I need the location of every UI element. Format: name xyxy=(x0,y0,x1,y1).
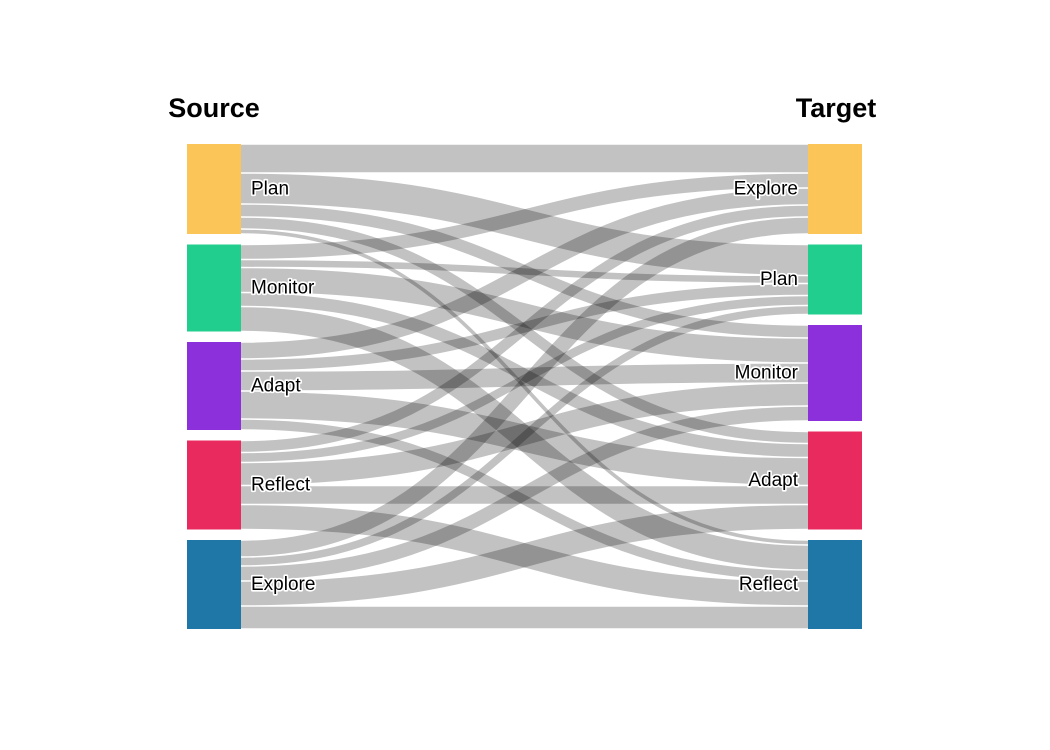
sankey-link-adapt-to-monitor[interactable] xyxy=(240,363,809,391)
sankey-link-explore-to-monitor[interactable] xyxy=(240,406,809,581)
source-column-title: Source xyxy=(168,93,260,123)
sankey-label-target-reflect: Reflect xyxy=(739,574,799,595)
sankey-link-adapt-to-adapt[interactable] xyxy=(240,391,809,485)
sankey-node-target-explore[interactable] xyxy=(808,144,862,234)
sankey-node-source-reflect[interactable] xyxy=(187,440,241,530)
sankey-link-reflect-to-monitor[interactable] xyxy=(240,383,809,485)
sankey-nodes xyxy=(187,144,862,629)
sankey-link-monitor-to-plan[interactable] xyxy=(240,260,809,283)
sankey-node-target-adapt[interactable] xyxy=(808,431,862,530)
sankey-link-plan-to-adapt[interactable] xyxy=(240,217,809,443)
sankey-node-source-monitor[interactable] xyxy=(187,244,241,332)
sankey-link-reflect-to-reflect[interactable] xyxy=(240,505,809,606)
sankey-link-monitor-to-monitor[interactable] xyxy=(240,268,809,363)
sankey-link-adapt-to-reflect[interactable] xyxy=(240,419,809,581)
sankey-link-explore-to-explore[interactable] xyxy=(240,217,809,557)
sankey-label-target-monitor: Monitor xyxy=(735,363,799,384)
sankey-node-source-plan[interactable] xyxy=(187,144,241,234)
sankey-node-source-adapt[interactable] xyxy=(187,342,241,430)
sankey-label-source-adapt: Adapt xyxy=(251,376,301,397)
sankey-link-monitor-to-adapt[interactable] xyxy=(240,293,809,457)
target-column-title: Target xyxy=(796,93,877,123)
sankey-link-plan-to-plan[interactable] xyxy=(240,173,809,275)
sankey-label-source-reflect: Reflect xyxy=(251,475,311,496)
sankey-node-target-monitor[interactable] xyxy=(808,325,862,421)
sankey-link-explore-to-plan[interactable] xyxy=(240,306,809,566)
sankey-label-source-plan: Plan xyxy=(251,179,289,200)
sankey-node-source-explore[interactable] xyxy=(187,540,241,629)
sankey-link-reflect-to-plan[interactable] xyxy=(240,296,809,462)
sankey-link-monitor-to-reflect[interactable] xyxy=(240,307,809,570)
sankey-link-plan-to-monitor[interactable] xyxy=(240,204,809,338)
sankey-label-source-explore: Explore xyxy=(251,574,315,595)
sankey-link-adapt-to-plan[interactable] xyxy=(240,284,809,371)
sankey-label-target-adapt: Adapt xyxy=(748,470,798,491)
sankey-link-explore-to-adapt[interactable] xyxy=(240,505,809,606)
sankey-label-target-plan: Plan xyxy=(760,269,798,290)
sankey-link-monitor-to-explore[interactable] xyxy=(240,173,809,259)
sankey-node-target-plan[interactable] xyxy=(808,244,862,315)
sankey-label-source-monitor: Monitor xyxy=(251,278,315,299)
sankey-label-target-explore: Explore xyxy=(734,179,798,200)
sankey-link-plan-to-reflect[interactable] xyxy=(240,229,809,545)
sankey-node-target-reflect[interactable] xyxy=(808,540,862,629)
sankey-links xyxy=(240,144,809,629)
sankey-link-adapt-to-explore[interactable] xyxy=(240,188,809,359)
sankey-link-reflect-to-explore[interactable] xyxy=(240,205,809,452)
sankey-node-labels: PlanMonitorAdaptReflectExploreExplorePla… xyxy=(249,177,800,597)
